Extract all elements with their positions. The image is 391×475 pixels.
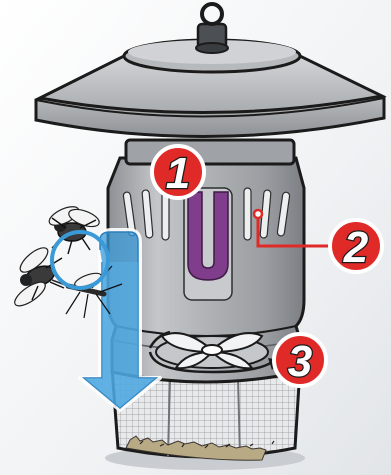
step-badge-3: 3: [274, 334, 326, 386]
step-number: 2: [343, 223, 369, 272]
callout-dot-2: [254, 210, 262, 218]
step-number: 1: [166, 149, 190, 198]
step-badge-1: 1: [152, 146, 204, 198]
step-badge-2: 2: [330, 220, 382, 272]
step-number: 3: [288, 337, 312, 386]
